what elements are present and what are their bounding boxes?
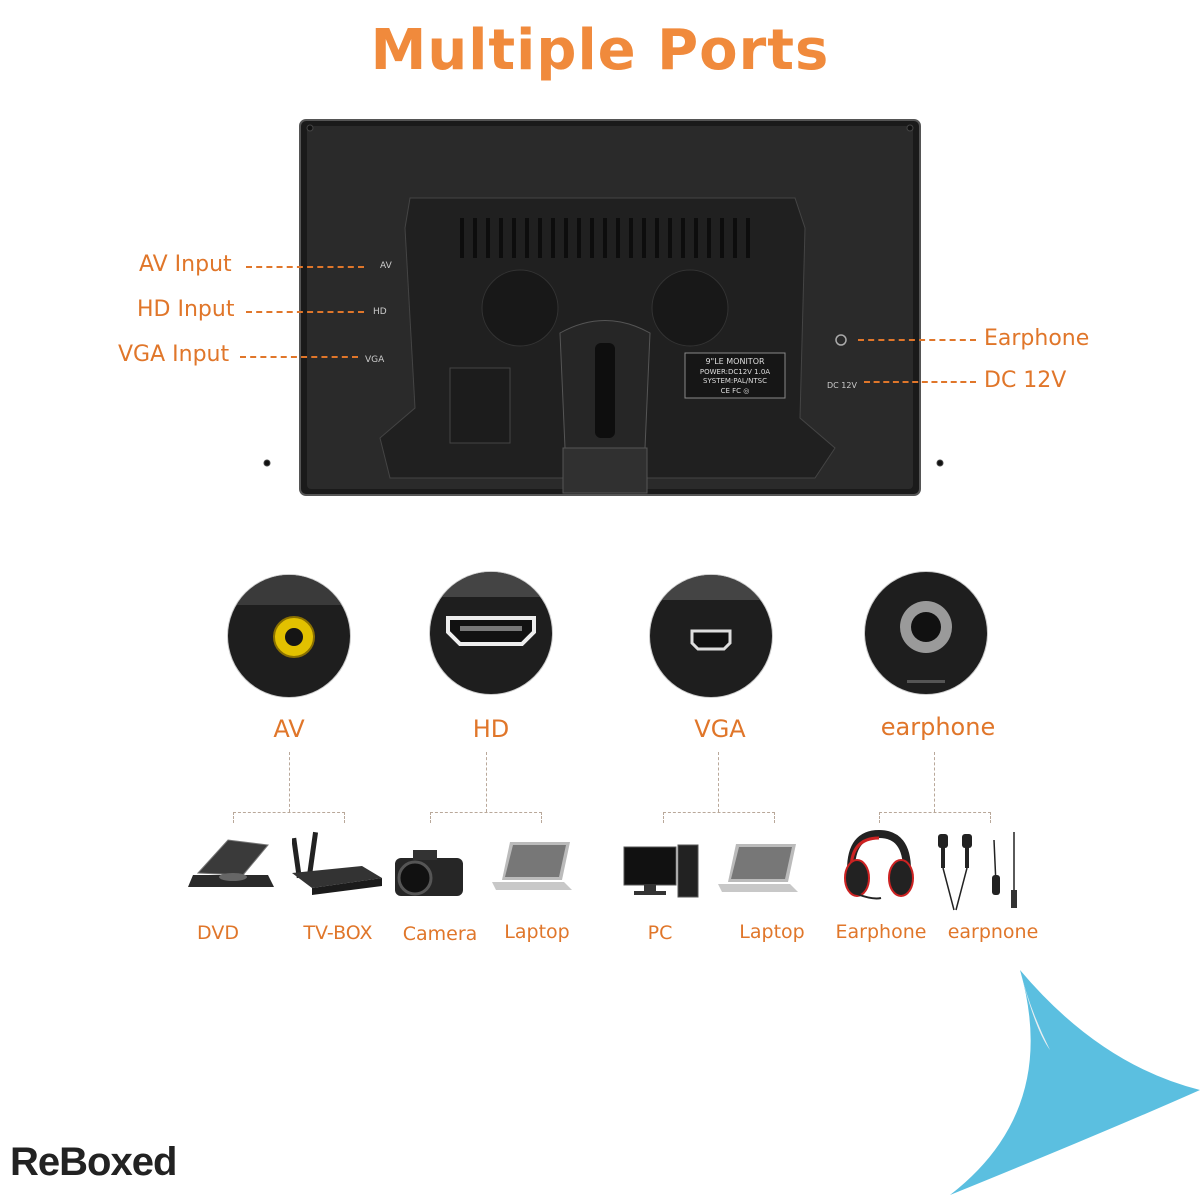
sticker-line1: 9"LE MONITOR [705, 357, 765, 366]
av-port-closeup [228, 575, 350, 697]
callout-av-line [246, 266, 364, 268]
port-label-av: AV [273, 715, 305, 743]
pc-icon [623, 844, 699, 898]
callout-earphone: Earphone [984, 326, 1090, 351]
page-title: Multiple Ports [370, 18, 830, 83]
device-label-tv-box: TV-BOX [303, 922, 373, 944]
bracket-hd [430, 812, 542, 823]
dvd-player-icon [188, 839, 274, 887]
port-label-hd: HD [472, 715, 510, 743]
device-label-pc: PC [647, 922, 673, 944]
device-label-dvd: DVD [197, 922, 239, 944]
device-label-laptop-1: Laptop [504, 921, 570, 943]
connector-vga [718, 752, 719, 812]
device-label-camera: Camera [402, 923, 478, 945]
port-label-vga: VGA [694, 715, 746, 743]
earbuds-icon [938, 832, 1017, 911]
laptop-icon-2 [718, 844, 798, 892]
hd-port-closeup [430, 572, 552, 694]
laptop-icon-1 [492, 842, 572, 890]
vga-port-closeup [650, 575, 772, 697]
callout-vga-input: VGA Input [118, 342, 230, 367]
sticker-line2: POWER:DC12V 1.0A [700, 368, 770, 376]
back-label-av: AV [380, 261, 393, 271]
back-label-hd: HD [373, 307, 387, 317]
callout-earphone-line [858, 339, 976, 341]
back-label-vga: VGA [365, 355, 385, 365]
port-label-earphone: earphone [880, 713, 996, 741]
device-label-earphone: Earphone [835, 921, 927, 943]
bracket-vga [663, 812, 775, 823]
sticker-line4: CE FC ◎ [721, 387, 750, 395]
connector-av [289, 752, 290, 812]
device-label-earpnone: earpnone [947, 921, 1039, 943]
reboxed-logo: ReBoxed [10, 1140, 177, 1184]
callout-dc: DC 12V [984, 368, 1067, 393]
back-label-dc: DC 12V [827, 381, 857, 390]
callout-vga-line [240, 356, 358, 358]
device-label-laptop-2: Laptop [739, 921, 805, 943]
sticker-line3: SYSTEM:PAL/NTSC [703, 377, 767, 385]
earphone-port-closeup [865, 572, 987, 694]
bracket-earphone [879, 812, 991, 823]
headphones-icon [844, 829, 914, 900]
page-curl-corner-icon [930, 970, 1200, 1200]
callout-dc-line [864, 381, 976, 383]
callout-hd-line [246, 311, 364, 313]
connector-earphone [934, 752, 935, 812]
connector-hd [486, 752, 487, 812]
camera-icon [395, 850, 463, 896]
callout-av-input: AV Input [139, 252, 232, 277]
tv-box-icon [292, 831, 382, 895]
callout-hd-input: HD Input [137, 297, 235, 322]
monitor-back-image: 9"LE MONITOR POWER:DC12V 1.0A SYSTEM:PAL… [263, 119, 944, 496]
bracket-av [233, 812, 345, 823]
